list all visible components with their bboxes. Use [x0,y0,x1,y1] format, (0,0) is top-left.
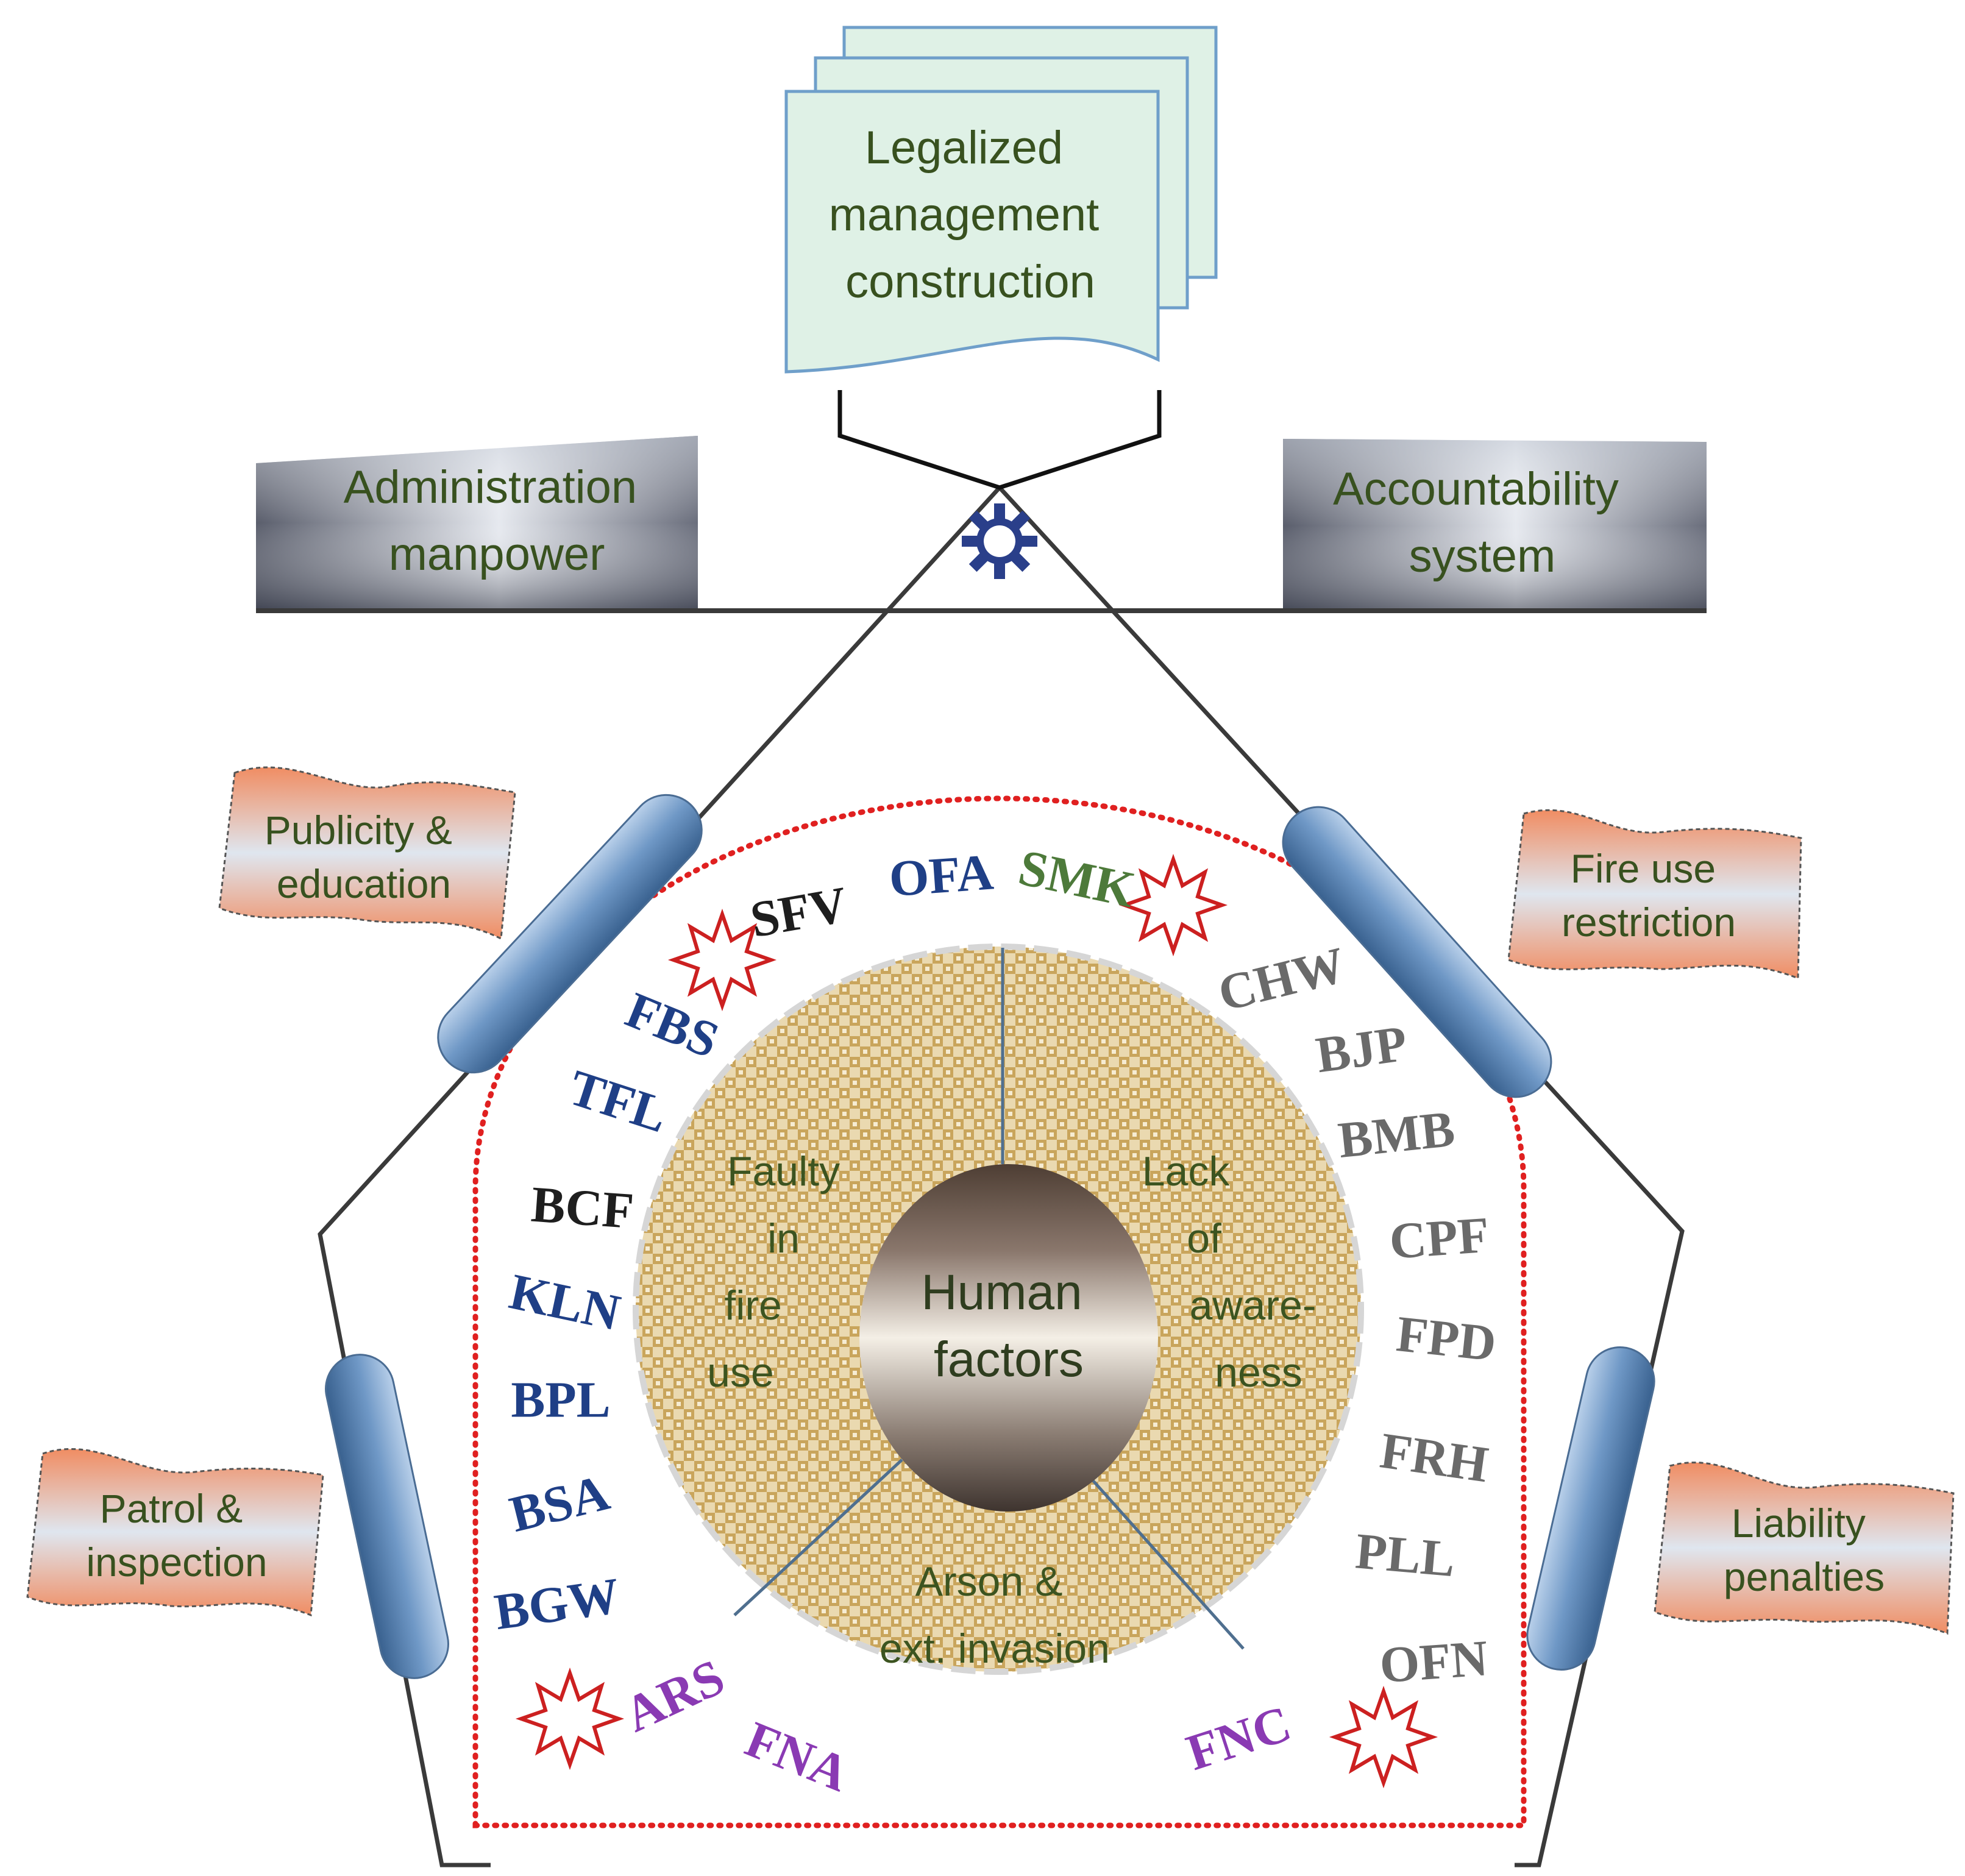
code-fna: FNA [738,1711,857,1803]
code-cpf: CPF [1388,1207,1491,1270]
starburst-icon [1118,853,1228,957]
code-bpl: BPL [511,1371,610,1428]
center-sphere [859,1164,1158,1512]
code-fbs: FBS [618,981,727,1069]
flag-patrol: Patrol & inspection [26,1448,324,1617]
code-bcf: BCF [530,1176,636,1240]
code-pll: PLL [1353,1522,1457,1588]
code-bjp: BJP [1312,1015,1410,1084]
flag-liability: Liability penalties [1654,1462,1955,1635]
document-holder [837,390,1162,490]
document-stack: Legalized management construction [784,26,1218,490]
code-smk: SMK [1014,839,1139,919]
code-chw: CHW [1213,937,1351,1023]
code-bsa: BSA [504,1464,614,1543]
code-sfv: SFV [746,876,851,948]
sector-label-lack: Lack of aware- ness [1142,1148,1328,1396]
code-ofa: OFA [887,844,995,908]
code-tfl: TFL [562,1059,674,1144]
flag-fire-use: Fire use restriction [1507,809,1802,980]
flag-publicity-label: Publicity & education [265,808,463,906]
flag-patrol-label: Patrol & inspection [86,1486,267,1585]
code-fnc: FNC [1180,1695,1298,1782]
sector-dividers [733,948,1245,1650]
pivot-gear-icon [962,503,1037,579]
capsule-upper-left [437,794,703,1074]
document-title: Legalized management construction [829,122,1112,308]
starburst-icon [667,908,777,1012]
code-bgw: BGW [491,1568,623,1641]
code-fpd: FPD [1394,1306,1499,1373]
center-label: Human factors [921,1265,1096,1387]
document-sheet-front [784,90,1160,374]
capsule-lower-left [325,1354,449,1679]
beam-right-label: Accountability system [1333,463,1632,582]
code-ofn: OFN [1378,1630,1490,1694]
code-frh: FRH [1377,1422,1492,1493]
sector-label-faulty: Faulty in fire use [707,1148,851,1396]
starburst-icon [1329,1685,1438,1789]
capsule-upper-right [1282,806,1552,1098]
flag-publicity: Publicity & education [218,766,516,940]
starburst-icon [515,1667,625,1771]
capsule-lower-right [1526,1346,1655,1671]
code-kln: KLN [505,1263,625,1342]
flag-liability-label: Liability penalties [1724,1501,1885,1599]
flag-fire-use-label: Fire use restriction [1562,846,1736,945]
code-ars: ARS [616,1649,733,1743]
balance-beam: Administration manpower Accountability s… [256,436,1707,613]
beam-left-label: Administration manpower [344,461,650,580]
code-bmb: BMB [1335,1101,1457,1169]
sector-label-arson: Arson & ext. invasion [879,1558,1110,1672]
